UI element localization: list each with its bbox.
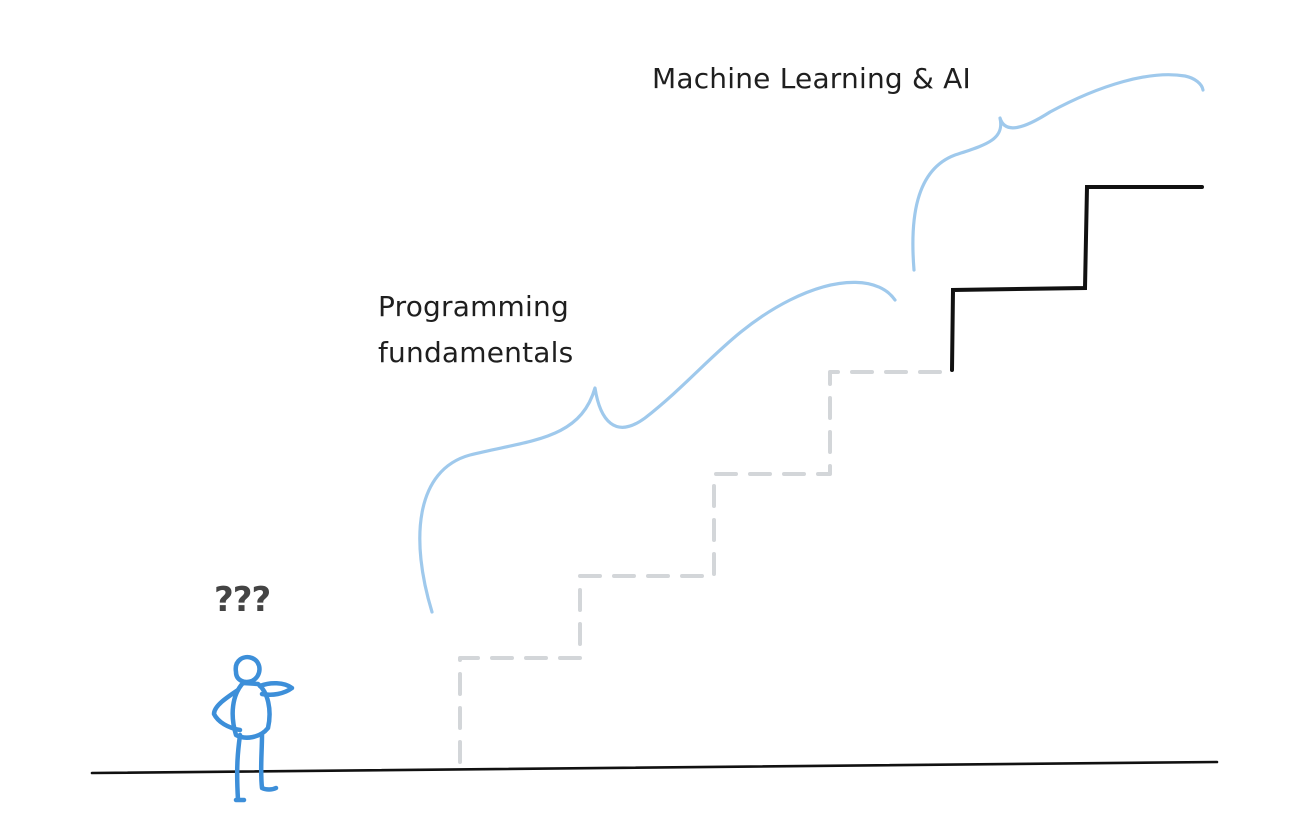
machine-learning-label: Machine Learning & AI	[652, 62, 971, 95]
solid-steps	[950, 185, 1204, 372]
ground-line	[90, 760, 1219, 775]
programming-curve	[418, 280, 897, 614]
dashed-steps	[458, 370, 954, 764]
programming-label-line2: fundamentals	[378, 336, 574, 369]
programming-label-line1: Programming	[378, 290, 569, 323]
ml-curve	[911, 73, 1205, 272]
question-marks-label: ???	[214, 580, 271, 620]
programming-fundamentals-label: Programming fundamentals	[378, 284, 573, 376]
stick-figure-icon	[211, 654, 295, 803]
